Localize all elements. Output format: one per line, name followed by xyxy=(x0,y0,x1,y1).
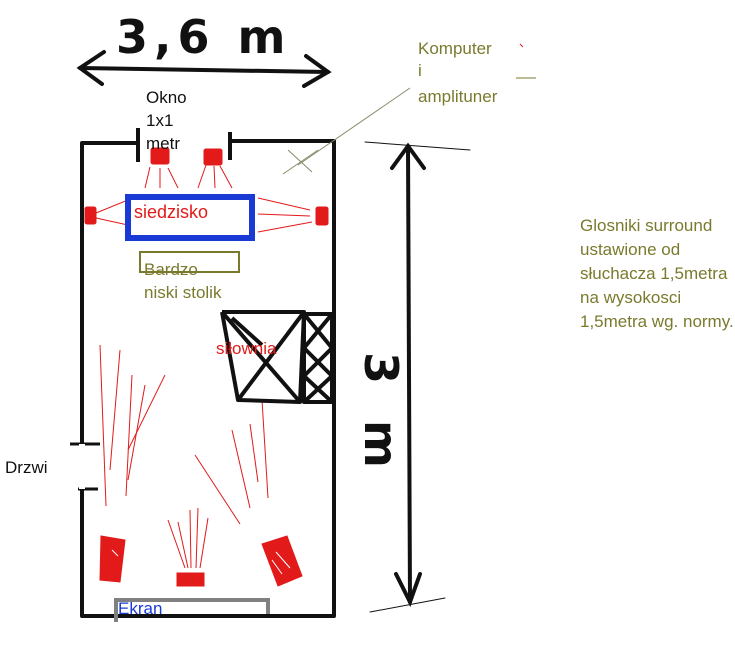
side-right-speaker xyxy=(315,206,329,226)
screen-label: Ekran xyxy=(118,599,163,618)
speakers xyxy=(84,147,329,587)
table-label-line-1: Bardzo xyxy=(144,260,198,279)
front-left-surround-speaker xyxy=(150,147,170,165)
speaker-sound-rays xyxy=(95,164,313,569)
front-right-surround-speaker xyxy=(203,148,223,166)
side-left-speaker xyxy=(84,206,97,225)
red-tick xyxy=(519,43,524,48)
room-walls xyxy=(80,139,336,618)
length-dimension-arrow xyxy=(364,141,471,613)
low-table xyxy=(139,251,240,273)
computer-label-line-2: i xyxy=(418,61,422,80)
front-right-speaker xyxy=(261,535,303,587)
computer-label-line-1: Komputer xyxy=(418,39,492,58)
door-label: Drzwi xyxy=(5,458,48,477)
window-label-line-1: Okno xyxy=(146,88,187,107)
screen-bar xyxy=(114,598,270,622)
door-opening xyxy=(70,442,100,491)
length-dimension-label: 3 m xyxy=(354,352,408,478)
speaker-details xyxy=(111,549,291,575)
table-label-line-2: niski stolik xyxy=(144,283,222,302)
center-speaker xyxy=(176,572,205,587)
window-label-line-3: metr xyxy=(146,134,180,153)
width-dimension-arrow xyxy=(76,50,332,88)
gym-label: siłownia xyxy=(216,339,277,358)
gym-equipment xyxy=(220,310,334,404)
computer-label-line-3: amplituner xyxy=(418,87,498,106)
front-left-speaker xyxy=(99,535,126,583)
sofa xyxy=(125,194,255,241)
window-label-line-2: 1x1 xyxy=(146,111,174,130)
surround-speaker-note: Glosniki surround ustawione od słuchacza… xyxy=(580,216,734,331)
width-dimension-label: 3,6 m xyxy=(116,10,292,64)
window-opening xyxy=(136,128,232,162)
computer-pointer-line xyxy=(282,87,411,175)
seat-label: siedzisko xyxy=(134,202,209,222)
